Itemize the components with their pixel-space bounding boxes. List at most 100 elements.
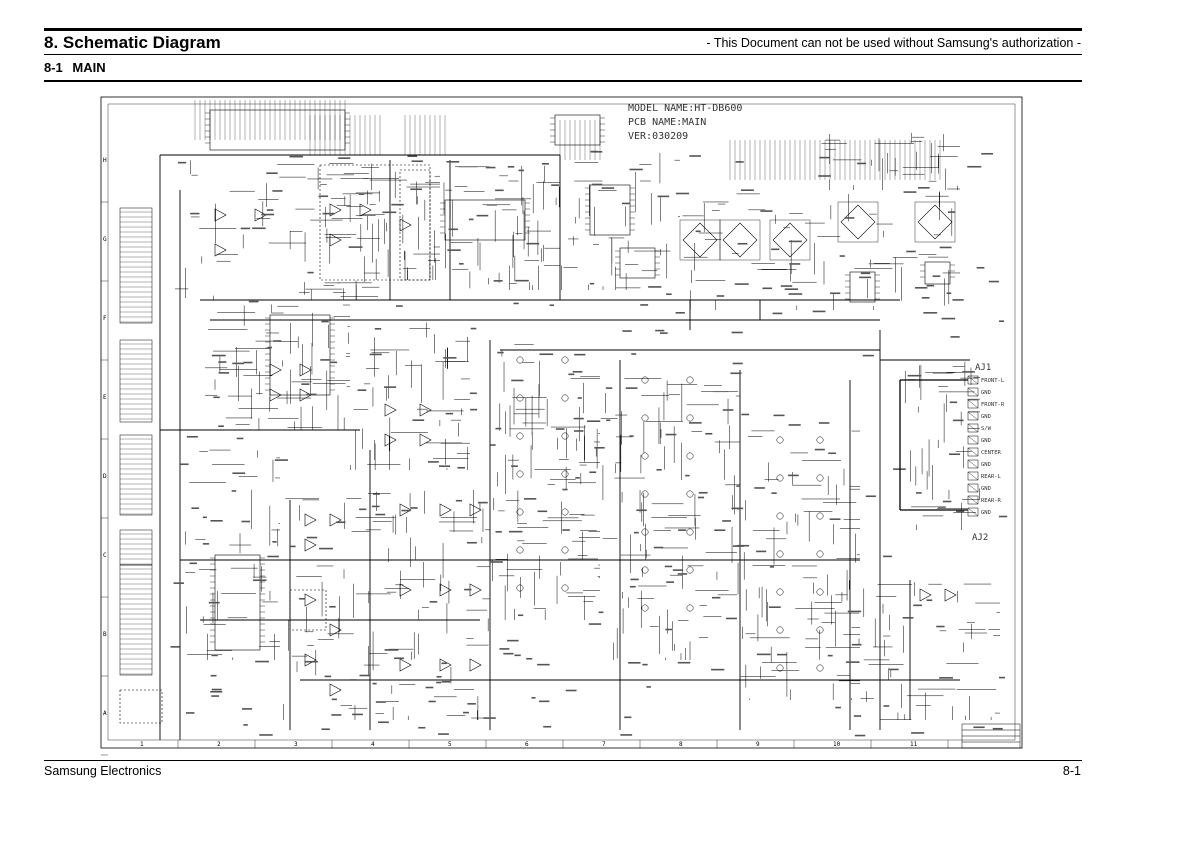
- component-label-mark: [497, 351, 504, 354]
- component-label-mark: [902, 616, 914, 619]
- transistor-symbol: [516, 470, 524, 478]
- transistor-symbol: [641, 604, 649, 612]
- component-label-mark: [601, 187, 615, 189]
- component-label-mark: [857, 162, 867, 165]
- transistor-symbol: [561, 394, 569, 402]
- transistor-symbol: [516, 508, 524, 516]
- component-label-mark: [322, 212, 335, 215]
- component-label-mark: [756, 653, 771, 656]
- component-label-mark: [656, 469, 662, 471]
- component-label-mark: [503, 652, 514, 655]
- component-label-mark: [274, 459, 288, 461]
- transistor-symbol: [776, 664, 784, 672]
- component-label-mark: [539, 353, 554, 356]
- dashed-region: [319, 164, 431, 281]
- component-label-mark: [865, 495, 876, 498]
- opamp-symbol: [214, 208, 227, 222]
- component-label-mark: [348, 246, 363, 248]
- component-label-mark: [241, 708, 253, 710]
- component-label-mark: [307, 271, 314, 274]
- transistor-symbol: [816, 512, 824, 520]
- component-label-mark: [628, 662, 641, 664]
- connector-pin-label: REAR-L: [981, 474, 1002, 480]
- transistor-symbol: [641, 376, 649, 384]
- component-label-mark: [839, 255, 845, 257]
- component-label-mark: [952, 419, 964, 422]
- component-label-mark: [911, 732, 925, 734]
- component-label-mark: [737, 242, 748, 245]
- connector-pin-box: [967, 411, 979, 421]
- component-label-mark: [526, 242, 540, 245]
- transistor-symbol: [641, 528, 649, 536]
- component-label-mark: [666, 293, 672, 296]
- component-label-mark: [375, 513, 386, 516]
- component-label-mark: [369, 353, 382, 356]
- component-label-mark: [562, 488, 568, 491]
- component-label-mark: [211, 688, 222, 691]
- component-label-mark: [665, 628, 673, 631]
- component-label-mark: [524, 498, 537, 500]
- component-label-mark: [441, 680, 451, 683]
- component-label-mark: [883, 705, 890, 707]
- component-label-mark: [411, 160, 423, 163]
- connector-pin-label: FRONT-R: [981, 402, 1005, 408]
- component-label-mark: [372, 493, 380, 495]
- connector-pin-box: [967, 399, 979, 409]
- transistor-symbol: [561, 356, 569, 364]
- component-label-mark: [210, 674, 217, 677]
- component-label-mark: [562, 529, 570, 531]
- component-label-mark: [321, 728, 330, 731]
- component-label-mark: [173, 582, 184, 584]
- column-label: 5: [448, 741, 452, 748]
- component-label-mark: [999, 320, 1004, 322]
- schematic-components: [119, 100, 1008, 737]
- opamp-symbol: [214, 243, 227, 257]
- component-label-mark: [457, 466, 465, 469]
- rectifier-box: [679, 219, 721, 261]
- component-label-mark: [210, 519, 223, 522]
- component-label-mark: [372, 682, 377, 685]
- component-label-mark: [605, 387, 613, 389]
- component-label-mark: [410, 507, 418, 509]
- component-label-mark: [923, 312, 938, 314]
- transistor-symbol: [686, 376, 694, 384]
- revision-box: [961, 723, 1021, 749]
- ic-block: [924, 261, 951, 285]
- component-label-mark: [705, 432, 713, 435]
- component-label-mark: [329, 605, 336, 608]
- component-label-mark: [814, 448, 825, 451]
- component-label-mark: [716, 295, 725, 297]
- component-label-mark: [191, 507, 199, 510]
- component-label-mark: [640, 304, 649, 306]
- component-label-mark: [470, 408, 478, 411]
- row-label: C: [103, 552, 107, 559]
- ic-block: [209, 109, 346, 151]
- component-label-mark: [429, 601, 438, 603]
- component-label-mark: [655, 329, 665, 332]
- component-label-mark: [306, 393, 317, 396]
- ic-block: [554, 114, 601, 146]
- opamp-symbol: [304, 513, 317, 527]
- component-label-mark: [594, 446, 605, 449]
- component-label-mark: [493, 280, 503, 282]
- component-label-mark: [236, 437, 244, 440]
- component-label-mark: [543, 725, 552, 728]
- transistor-symbol: [816, 474, 824, 482]
- component-label-mark: [384, 386, 397, 388]
- row-label: D: [103, 473, 107, 480]
- transistor-symbol: [776, 436, 784, 444]
- component-label-mark: [976, 266, 985, 269]
- component-label-mark: [907, 374, 922, 377]
- component-label-mark: [410, 188, 423, 191]
- component-label-mark: [272, 541, 277, 543]
- component-label-mark: [860, 272, 871, 275]
- component-label-mark: [630, 578, 639, 581]
- opamp-symbol: [469, 658, 482, 672]
- transistor-symbol: [686, 452, 694, 460]
- component-label-mark: [495, 189, 504, 192]
- transistor-symbol: [816, 550, 824, 558]
- authorization-notice: - This Document can not be used without …: [706, 36, 1081, 50]
- component-label-mark: [853, 715, 862, 717]
- connector-pin-box: [967, 471, 979, 481]
- component-label-mark: [511, 465, 518, 467]
